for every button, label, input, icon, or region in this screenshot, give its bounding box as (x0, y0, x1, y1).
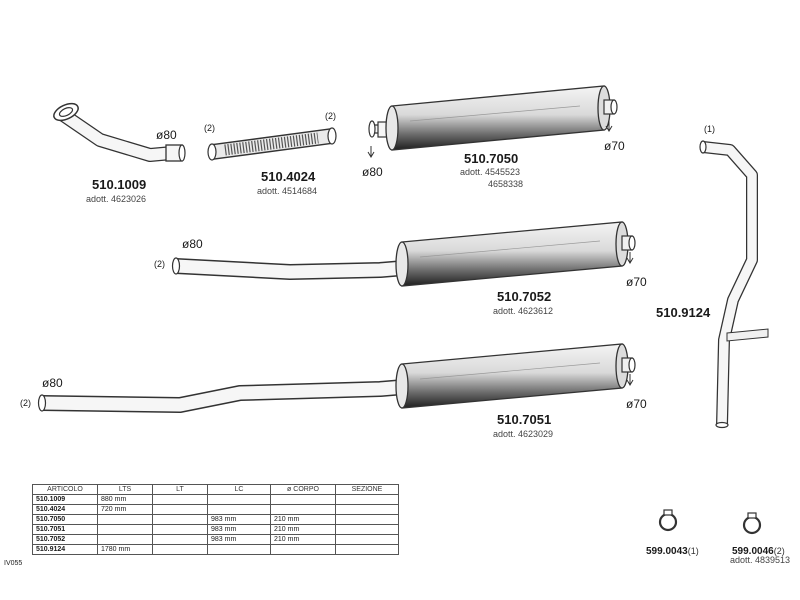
table-row: 510.7051 983 mm 210 mm (32, 524, 399, 535)
table-cell: 510.9124 (32, 544, 98, 555)
table-cell (335, 514, 399, 525)
adott-label: adott. 4623612 (493, 306, 554, 316)
table-cell (270, 494, 336, 505)
parts-table: ARTICOLO LTS LT LC ø CORPO SEZIONE 510.1… (32, 484, 399, 555)
note-label: (1) (704, 124, 715, 134)
diameter-label: ø70 (626, 275, 647, 289)
clamp-code: 599.0046 (732, 546, 774, 557)
part-code-510-4024: 510.4024 (261, 169, 316, 184)
table-row: 510.4024 720 mm (32, 504, 399, 515)
table-cell: 880 mm (97, 494, 153, 505)
table-row: 510.7050 983 mm 210 mm (32, 514, 399, 525)
diameter-label: ø70 (626, 397, 647, 411)
diameter-label: ø70 (604, 139, 625, 153)
clamp-label: 599.0046(2) (732, 542, 785, 558)
table-cell (152, 524, 208, 535)
part-code-510-1009: 510.1009 (92, 177, 147, 192)
adott-label: adott. 4839513 (730, 555, 791, 565)
table-cell (335, 544, 399, 555)
table-cell: 983 mm (207, 524, 271, 535)
clamp-icon (658, 509, 678, 532)
clamp-icon (742, 512, 762, 535)
table-cell (335, 504, 399, 515)
table-cell (152, 534, 208, 545)
table-cell (207, 504, 271, 515)
table-cell: 983 mm (207, 514, 271, 525)
table-cell (97, 534, 153, 545)
table-header-row: ARTICOLO LTS LT LC ø CORPO SEZIONE (32, 484, 399, 495)
table-cell (207, 494, 271, 505)
table-cell (335, 534, 399, 545)
diameter-label: ø80 (42, 376, 63, 390)
table-header: ø CORPO (270, 484, 336, 495)
adott-label: 4658338 (488, 179, 524, 189)
table-cell (152, 494, 208, 505)
note-label: (2) (154, 259, 165, 269)
table-header: LTS (97, 484, 153, 495)
table-cell (207, 544, 271, 555)
table-cell: 1780 mm (97, 544, 153, 555)
table-row: 510.9124 1780 mm (32, 544, 399, 555)
table-cell: 210 mm (270, 514, 336, 525)
silencer-510-7050 (367, 85, 618, 158)
table-cell: 210 mm (270, 524, 336, 535)
table-cell: 720 mm (97, 504, 153, 515)
part-code-510-7051: 510.7051 (497, 412, 552, 427)
diameter-label: ø80 (182, 237, 203, 251)
clamp-note: (1) (687, 546, 699, 556)
part-code-510-7050: 510.7050 (464, 151, 519, 166)
clamp-code: 599.0043 (646, 546, 688, 557)
table-cell (152, 544, 208, 555)
table-cell (335, 524, 399, 535)
table-cell: 983 mm (207, 534, 271, 545)
table-cell (97, 524, 153, 535)
diameter-label: ø80 (156, 128, 177, 142)
table-header: LC (207, 484, 271, 495)
table-cell: 510.7050 (32, 514, 98, 525)
flex-pipe-510-4024 (207, 127, 337, 161)
table-cell (335, 494, 399, 505)
table-cell: 510.1009 (32, 494, 98, 505)
table-cell (270, 544, 336, 555)
table-cell (152, 514, 208, 525)
adott-label: adott. 4514684 (257, 186, 318, 196)
table-row: 510.1009 880 mm (32, 494, 399, 505)
pipe-510-9124 (699, 140, 769, 429)
table-header: LT (152, 484, 208, 495)
table-cell: 510.7052 (32, 534, 98, 545)
part-code-510-9124: 510.9124 (656, 305, 711, 320)
table-row: 510.7052 983 mm 210 mm (32, 534, 399, 545)
diameter-label: ø80 (362, 165, 383, 179)
table-cell (97, 514, 153, 525)
adott-label: adott. 4545523 (460, 167, 521, 177)
adott-label: adott. 4623029 (493, 429, 554, 439)
adott-label: adott. 4623026 (86, 194, 147, 204)
part-code-510-7052: 510.7052 (497, 289, 552, 304)
pipe-510-1009 (53, 102, 186, 162)
note-label: (2) (204, 123, 215, 133)
table-cell (270, 504, 336, 515)
silencer-510-7052 (171, 221, 636, 287)
note-label: (2) (325, 111, 336, 121)
side-label: IV055 (4, 560, 23, 567)
clamp-note: (2) (773, 546, 785, 556)
table-cell (152, 504, 208, 515)
clamp-label: 599.0043(1) (646, 542, 699, 558)
table-cell: 210 mm (270, 534, 336, 545)
table-header: SEZIONE (335, 484, 399, 495)
table-cell: 510.4024 (32, 504, 98, 515)
note-label: (2) (20, 398, 31, 408)
silencer-510-7051 (37, 343, 636, 413)
table-cell: 510.7051 (32, 524, 98, 535)
table-header: ARTICOLO (32, 484, 98, 495)
